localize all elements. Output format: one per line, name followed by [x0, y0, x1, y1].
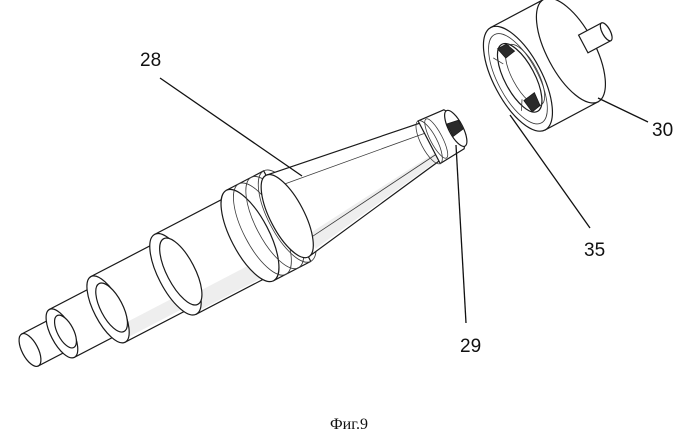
- ref-label-30: 30: [652, 120, 673, 141]
- ref-label-28: 28: [140, 50, 161, 71]
- leader-35: [510, 115, 590, 228]
- leader-28: [160, 78, 302, 176]
- ref-label-35: 35: [584, 240, 605, 261]
- figure-caption: Фиг.9: [0, 416, 698, 434]
- ref-label-29: 29: [460, 336, 481, 357]
- shaft-assembly: [0, 80, 486, 399]
- leader-30: [598, 98, 648, 122]
- locking-nut: [470, 0, 637, 141]
- leader-29: [456, 145, 466, 323]
